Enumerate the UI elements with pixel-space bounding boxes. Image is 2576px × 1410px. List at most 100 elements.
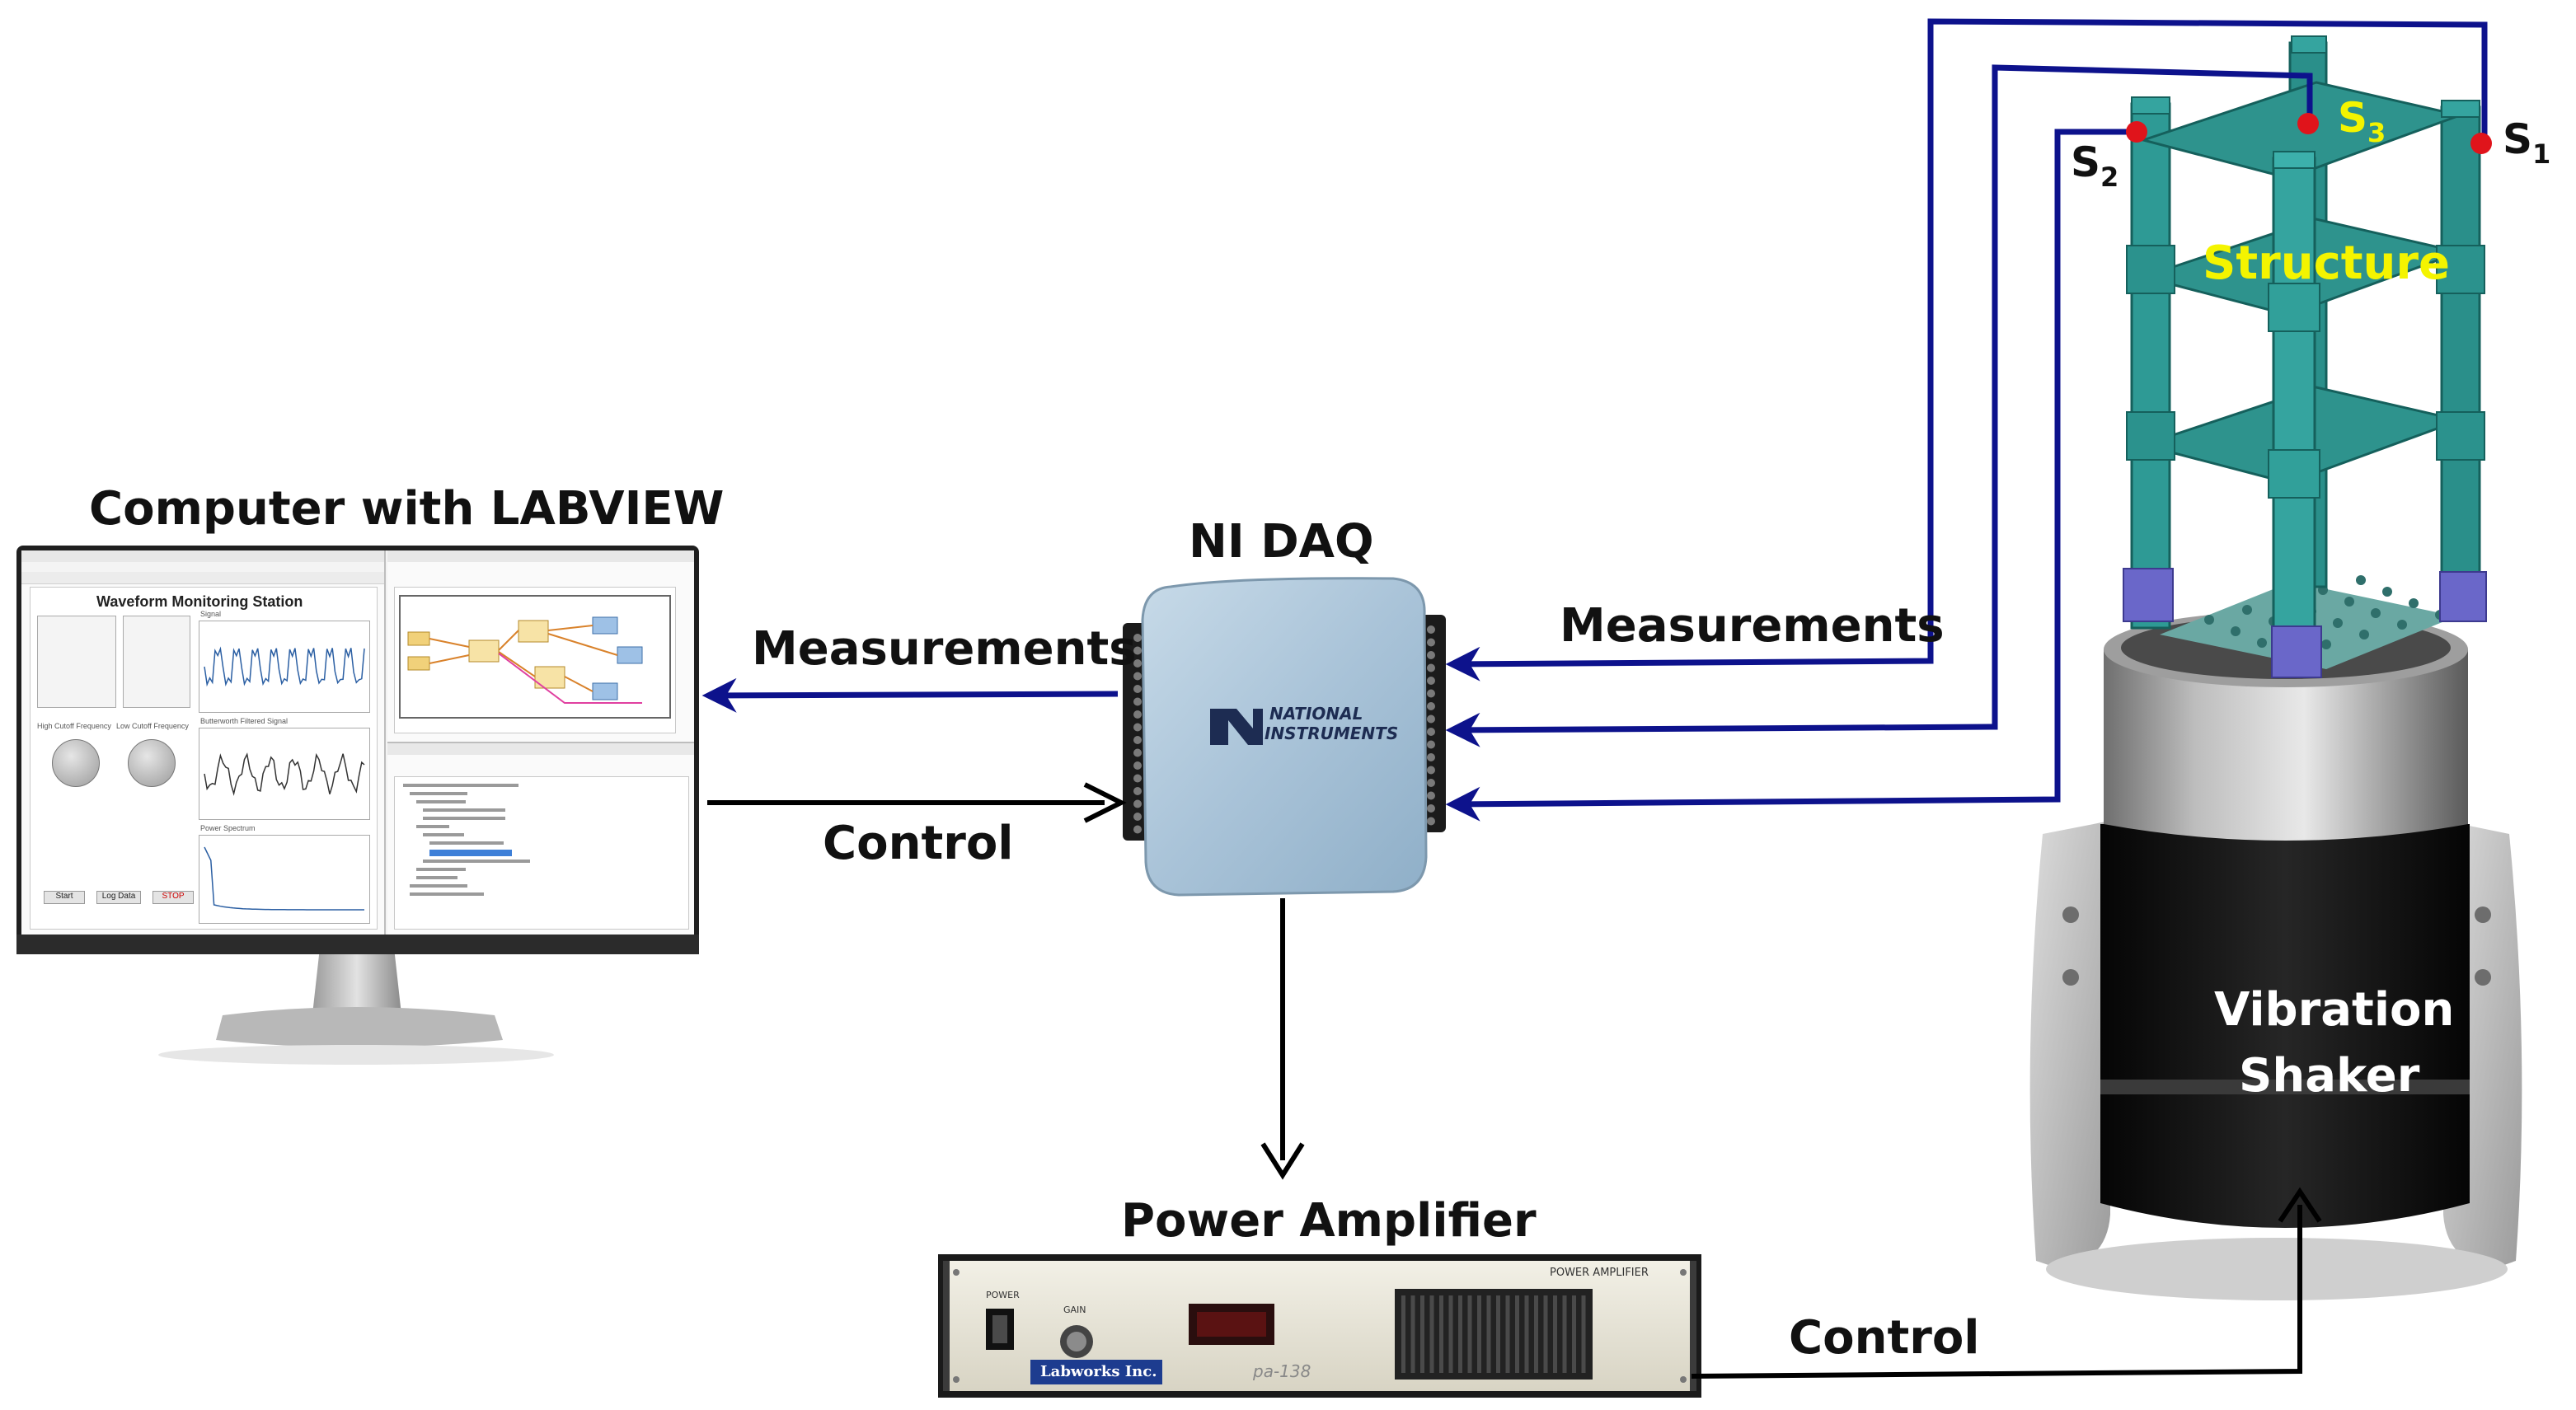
vent-slot [1543, 1295, 1548, 1373]
terminal-screw [1427, 791, 1435, 800]
terminal-screw [1133, 748, 1142, 757]
ni-daq-device [1123, 577, 1446, 897]
sensor-s1-sub: 1 [2532, 138, 2551, 170]
wire-s1 [1445, 18, 2488, 682]
spectrum-chart [199, 835, 370, 924]
vent-slot [1467, 1295, 1472, 1373]
sensor-dot-s1 [2470, 133, 2492, 154]
window-titlebar [21, 550, 384, 563]
low-cutoff-knob[interactable] [128, 739, 176, 787]
pe-titlebar [387, 743, 694, 755]
plate-hole [2204, 615, 2214, 625]
terminal-screw [1133, 634, 1142, 642]
vent-slot [1562, 1295, 1567, 1373]
control-label-bottom: Control [1789, 1311, 1980, 1365]
filtered-chart [199, 728, 370, 820]
vent-slot [1420, 1295, 1424, 1373]
wire-s2 [1445, 129, 2138, 822]
terminal-screw [1427, 689, 1435, 698]
vibration-shaker [2029, 575, 2522, 1300]
power-amplifier-label: Power Amplifier [1121, 1194, 1537, 1248]
terminal-screw [1133, 825, 1142, 834]
sensor-dots [2126, 113, 2492, 154]
measurements-label-right: Measurements [1560, 599, 1945, 653]
vent-slot [1429, 1295, 1434, 1373]
wire-s3 [1445, 64, 2313, 747]
terminal-screw [1133, 799, 1142, 808]
test-structure [2123, 35, 2487, 678]
low-cutoff-label: Low Cutoff Frequency [116, 722, 189, 730]
window-menubar [21, 562, 384, 572]
sensor-s1-letter: S [2503, 115, 2533, 163]
log-data-button[interactable]: Log Data [96, 891, 141, 904]
terminal-screw [1427, 702, 1435, 710]
high-cutoff-knob[interactable] [52, 739, 100, 787]
terminal-screw [1133, 685, 1142, 693]
plate-hole [2231, 626, 2241, 636]
vent-slot [1515, 1295, 1519, 1373]
sensor-dot-s3 [2297, 113, 2319, 134]
amp-brand: Labworks Inc. [1040, 1363, 1157, 1380]
terminal-screw [1133, 659, 1142, 668]
terminal-screw [1133, 723, 1142, 732]
measurement-wires [701, 18, 2488, 822]
sensor-s3-sub: 3 [2367, 117, 2386, 148]
plate-hole [2344, 597, 2354, 607]
vent-slot [1477, 1295, 1481, 1373]
sensor-dot-s2 [2126, 121, 2147, 143]
amp-gain-label: GAIN [1063, 1305, 1086, 1315]
vent-slot [1448, 1295, 1453, 1373]
terminal-screw [1133, 761, 1142, 770]
vent-slot [1572, 1295, 1576, 1373]
terminal-screw [1427, 817, 1435, 826]
terminal-screw [1427, 740, 1435, 749]
config-panel-2 [123, 616, 190, 708]
structure-label: Structure [2203, 237, 2451, 290]
sensor-label-s2: S2 [2071, 142, 2119, 190]
front-panel-window: Waveform Monitoring Station Signal Butte… [21, 550, 386, 935]
power-amplifier-unit [938, 1254, 1701, 1398]
terminal-screw [1133, 646, 1142, 655]
sensor-label-s1: S1 [2503, 119, 2550, 167]
vent-slot [1410, 1295, 1415, 1373]
stop-button[interactable]: STOP [152, 891, 194, 904]
vent-slot [1496, 1295, 1500, 1373]
plate-hole [2382, 587, 2392, 597]
vent-slot [1524, 1295, 1529, 1373]
terminal-screw [1427, 663, 1435, 672]
daq-logo-line1: NATIONAL [1269, 704, 1363, 724]
monitor-screen: Waveform Monitoring Station Signal Butte… [21, 550, 694, 935]
plate-hole [2371, 608, 2381, 618]
vent-slot [1401, 1295, 1405, 1373]
bd-wires [399, 595, 671, 719]
terminal-screw [1133, 813, 1142, 821]
plate-hole [2356, 575, 2366, 585]
filtered-plot [204, 752, 365, 796]
vent-slot [1458, 1295, 1462, 1373]
computer-label: Computer with LABVIEW [89, 482, 725, 536]
amp-power-label: POWER [986, 1290, 1020, 1300]
daq-terminals [1133, 625, 1435, 834]
terminal-screw [1427, 651, 1435, 659]
plate-hole [2409, 598, 2419, 608]
block-diagram-window [387, 550, 694, 743]
front-panel-area: Waveform Monitoring Station Signal Butte… [30, 587, 378, 930]
filtered-chart-title: Butterworth Filtered Signal [200, 717, 289, 725]
terminal-screw [1427, 779, 1435, 787]
signal-plot [204, 646, 365, 687]
shaker-label-line1: Vibration [2214, 983, 2455, 1037]
terminal-screw [1133, 672, 1142, 681]
terminal-screw [1427, 753, 1435, 761]
terminal-screw [1427, 728, 1435, 736]
terminal-screw [1133, 736, 1142, 744]
terminal-screw [1427, 625, 1435, 634]
start-button[interactable]: Start [44, 891, 85, 904]
vent-slot [1581, 1295, 1586, 1373]
amplifier-vent [1401, 1295, 1586, 1373]
terminal-screw [1427, 804, 1435, 813]
front-panel-title: Waveform Monitoring Station [96, 593, 303, 610]
amp-panel-label: POWER AMPLIFIER [1550, 1267, 1649, 1279]
measurements-label-left: Measurements [752, 622, 1137, 676]
signal-chart [199, 621, 370, 713]
